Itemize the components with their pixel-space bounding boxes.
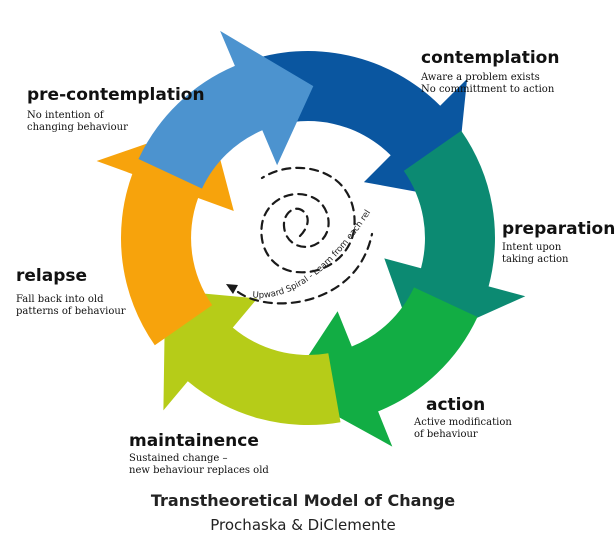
stage-desc-line: Intent upon — [502, 242, 562, 253]
stage-desc-line: patterns of behaviour — [16, 306, 126, 317]
stage-title: pre-contemplation — [27, 85, 205, 105]
stage-title: action — [426, 395, 485, 415]
upward-spiral — [236, 166, 374, 305]
cycle-arrows — [96, 30, 526, 447]
stage-title: maintainence — [129, 431, 259, 451]
stage-desc-line: new behaviour replaces old — [129, 465, 269, 476]
arrow-pre-contemplation — [138, 30, 314, 189]
stage-pre-contemplation: pre-contemplation No intention of changi… — [27, 85, 205, 133]
spiral-line — [260, 166, 356, 274]
stage-title: preparation — [502, 219, 615, 239]
spiral-arrowhead-icon — [226, 284, 238, 294]
stage-title: contemplation — [421, 48, 559, 68]
stage-desc-line: Aware a problem exists — [420, 72, 540, 83]
stage-action: action Active modification of behaviour — [413, 395, 512, 440]
stage-desc-line: changing behaviour — [27, 122, 128, 133]
stage-contemplation: contemplation Aware a problem exists No … — [420, 48, 559, 95]
stage-maintainence: maintainence Sustained change – new beha… — [129, 431, 269, 476]
diagram-title: Transtheoretical Model of Change — [151, 491, 455, 510]
stage-desc-line: Active modification — [413, 417, 512, 428]
stage-desc-line: Fall back into old — [16, 294, 104, 305]
stage-desc-line: taking action — [502, 254, 569, 265]
stage-preparation: preparation Intent upon taking action — [502, 219, 615, 265]
stage-desc-line: No committment to action — [421, 84, 555, 95]
stage-desc-line: No intention of — [27, 110, 105, 121]
stage-desc-line: Sustained change – — [129, 453, 227, 464]
stage-desc-line: of behaviour — [414, 429, 478, 440]
stage-relapse: relapse Fall back into old patterns of b… — [16, 266, 126, 317]
stage-title: relapse — [16, 266, 87, 286]
diagram-subtitle: Prochaska & DiClemente — [210, 516, 395, 534]
spiral-outer-line — [236, 232, 374, 305]
arrow-maintainence — [163, 290, 341, 426]
